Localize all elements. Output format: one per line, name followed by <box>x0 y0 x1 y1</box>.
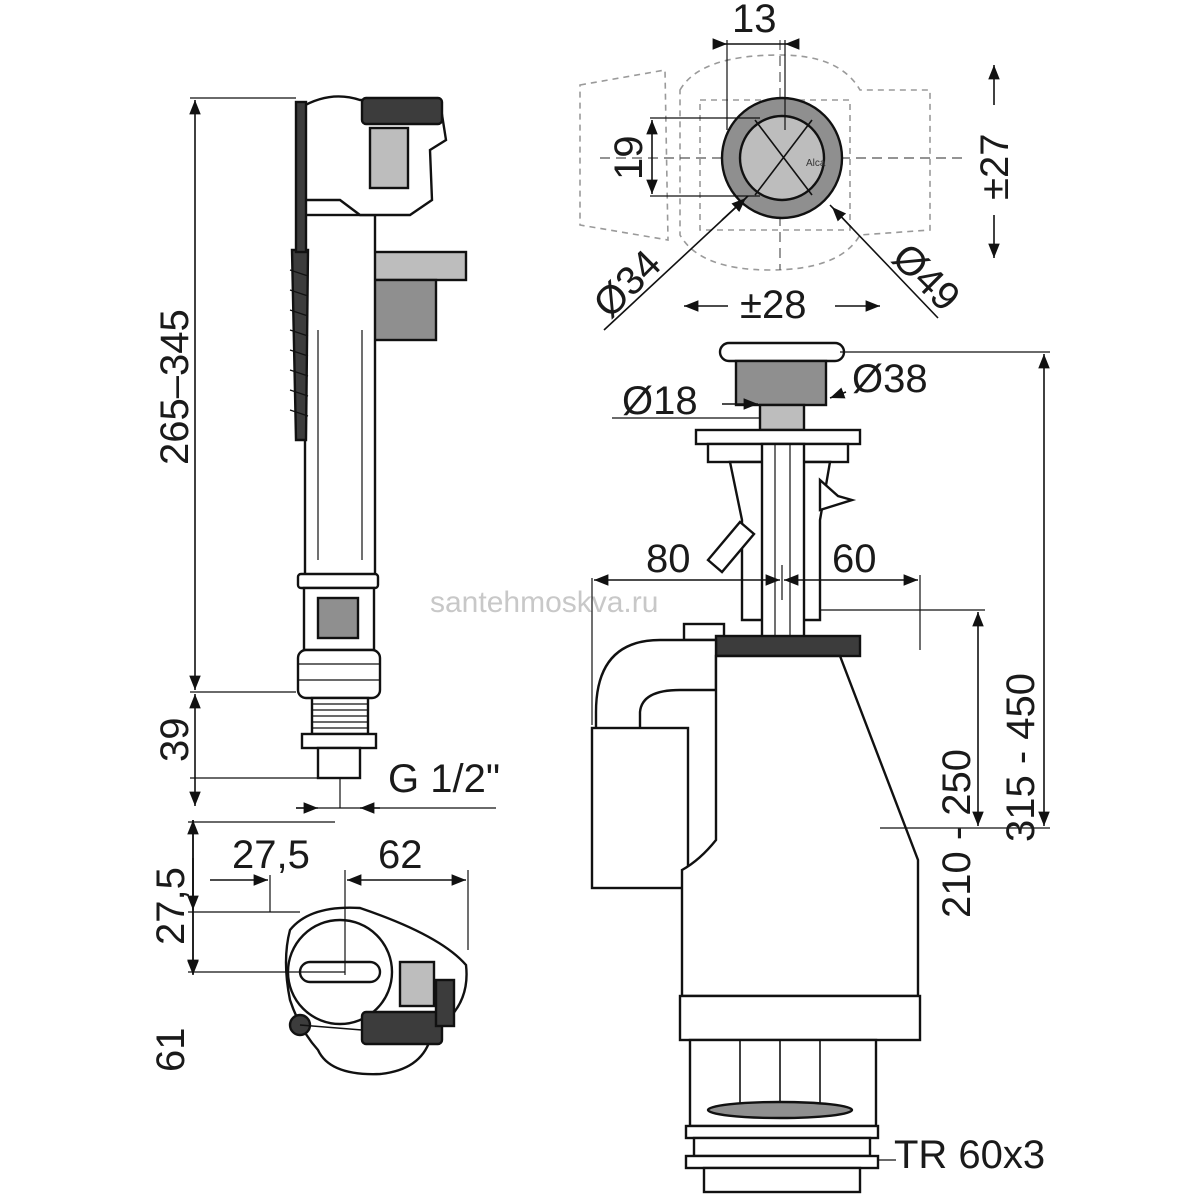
button-inner-ring <box>738 114 826 202</box>
thread-length-label: 39 <box>153 718 197 763</box>
thread-ring-4 <box>702 1166 862 1194</box>
lock-nut <box>296 648 382 700</box>
clamp-ring <box>714 634 862 658</box>
offset-a-label: 27,5 <box>232 833 310 877</box>
button-width-label: 13 <box>732 0 777 41</box>
left-reach-label: 80 <box>646 537 691 581</box>
fill-valve-side-view <box>289 95 468 808</box>
top-view-lever <box>360 1010 444 1046</box>
v-adjust-label: ±27 <box>973 134 1017 200</box>
right-reach-label: 60 <box>832 537 877 581</box>
thread-ring-1 <box>684 1124 880 1140</box>
push-button <box>734 359 828 407</box>
top-view-dimensions: 27,5 62 27,5 61 <box>149 820 469 1073</box>
button-height-label: 19 <box>607 136 651 181</box>
side-lever <box>706 520 756 574</box>
fill-valve-top-view <box>284 906 468 1076</box>
push-button-cap <box>718 341 846 363</box>
outer-diameter-label: Ø49 <box>884 235 969 320</box>
offset-c-label: 27,5 <box>149 867 193 945</box>
fill-valve-dimensions: 265–345 39 G 1/2" <box>153 97 500 814</box>
watermark: santehmoskva.ru <box>430 586 658 619</box>
offset-b-label: 62 <box>378 833 423 877</box>
mid-height-label: 210 - 250 <box>935 749 979 918</box>
overflow-pipe <box>590 726 690 890</box>
flush-body <box>680 654 920 998</box>
valve-tube <box>303 213 377 577</box>
valve-lever <box>360 96 444 126</box>
total-height-label: 315 - 450 <box>999 673 1043 842</box>
flush-thread-label: TR 60x3 <box>894 1133 1045 1177</box>
flush-valve-dimensions: Ø18 Ø38 80 60 210 - 250 315 - 450 TR 60x… <box>591 351 1050 1177</box>
thread-ring-3 <box>684 1154 880 1170</box>
thread-label: G 1/2" <box>388 757 500 801</box>
stem-diameter-label: Ø18 <box>622 379 698 423</box>
button-diameter-label: Ø38 <box>852 357 928 401</box>
top-flange <box>694 428 862 446</box>
alca-logo: Alca <box>806 158 826 169</box>
overflow-elbow <box>594 638 718 732</box>
inner-diameter-label: Ø34 <box>585 242 670 327</box>
h-adjust-label: ±28 <box>740 283 806 327</box>
valve-body <box>368 126 410 190</box>
button-top-view: Alca <box>579 40 965 271</box>
height-range-label: 265–345 <box>153 309 197 465</box>
depth-label: 61 <box>149 1028 193 1073</box>
flush-valve-side-view <box>590 341 922 1194</box>
valve-arm <box>294 100 308 254</box>
thread-ring-2 <box>692 1136 872 1158</box>
